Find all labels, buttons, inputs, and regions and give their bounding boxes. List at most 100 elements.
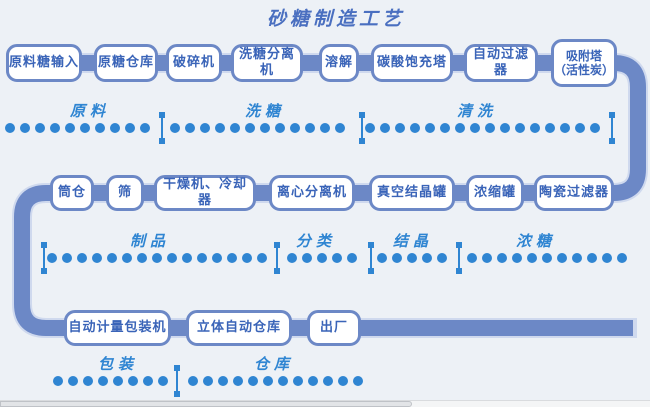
stage-dot <box>407 253 417 263</box>
stage-dot <box>212 253 222 263</box>
stage-dot <box>530 123 540 133</box>
stage-dot <box>275 123 285 133</box>
divider-handle <box>174 365 180 397</box>
stage-dot <box>557 253 567 263</box>
stage-dot <box>587 253 597 263</box>
stage-dot <box>122 253 132 263</box>
stage-dot <box>53 376 63 386</box>
stage-dot <box>308 376 318 386</box>
stage-dot <box>392 253 402 263</box>
stage-dot <box>572 253 582 263</box>
stage-dot <box>440 123 450 133</box>
stage-dot <box>422 253 432 263</box>
process-box: 筒仓 <box>50 175 94 211</box>
stage-dot <box>65 123 75 133</box>
stage-dot <box>203 376 213 386</box>
stage-dot <box>185 123 195 133</box>
process-box: 自动过滤器 <box>464 44 538 82</box>
stage-dot <box>158 376 168 386</box>
stage-dot <box>332 253 342 263</box>
stage-dot <box>347 253 357 263</box>
stage-dot <box>497 253 507 263</box>
stage-dot <box>575 123 585 133</box>
stage-dot <box>425 123 435 133</box>
stage-dot <box>545 123 555 133</box>
stage-dot <box>47 253 57 263</box>
stage-dot <box>83 376 93 386</box>
stage-dot <box>437 253 447 263</box>
stage-dot <box>527 253 537 263</box>
stage-label: 仓库 <box>253 355 295 373</box>
process-box: 陶瓷过滤器 <box>534 175 614 211</box>
stage-dot <box>95 123 105 133</box>
process-box: 真空结晶罐 <box>369 175 455 211</box>
stage-dot <box>125 123 135 133</box>
stage-dot <box>5 123 15 133</box>
divider-handle <box>159 112 165 144</box>
stage-dot <box>245 123 255 133</box>
stage-dot <box>317 253 327 263</box>
stage-dot <box>92 253 102 263</box>
stage-dot <box>323 376 333 386</box>
stage-dot <box>257 253 267 263</box>
process-box: 浓缩罐 <box>466 175 524 211</box>
stage-dot <box>293 376 303 386</box>
stage-dot <box>410 123 420 133</box>
stage-dot <box>542 253 552 263</box>
stage-label: 结晶 <box>392 232 434 250</box>
stage-dot <box>335 123 345 133</box>
stage-dot <box>338 376 348 386</box>
stage-dot <box>500 123 510 133</box>
stage-label: 制品 <box>129 232 171 250</box>
stage-dot <box>377 253 387 263</box>
divider-handle <box>274 242 280 274</box>
divider-handle <box>609 112 615 144</box>
stage-dot <box>188 376 198 386</box>
stage-dot <box>200 123 210 133</box>
stage-dot <box>260 123 270 133</box>
stage-dot <box>395 123 405 133</box>
stage-dot <box>560 123 570 133</box>
process-box: 洗糖分离机 <box>231 44 303 82</box>
stage-dot <box>320 123 330 133</box>
stage-dot <box>182 253 192 263</box>
stage-dot <box>20 123 30 133</box>
process-box: 原糖仓库 <box>94 44 158 82</box>
process-box: 出厂 <box>307 310 361 346</box>
process-box: 干燥机、冷却器 <box>154 175 256 211</box>
horizontal-scrollbar-thumb[interactable] <box>0 401 412 407</box>
stage-dot <box>170 123 180 133</box>
stage-dot <box>50 123 60 133</box>
stage-dot <box>233 376 243 386</box>
stage-dot <box>98 376 108 386</box>
stage-dot <box>290 123 300 133</box>
stage-dot <box>485 123 495 133</box>
divider-handle <box>359 112 365 144</box>
stage-dot <box>227 253 237 263</box>
horizontal-scrollbar-track[interactable] <box>0 400 650 407</box>
process-box: 筛 <box>106 175 144 211</box>
stage-dot <box>128 376 138 386</box>
stage-dot <box>107 253 117 263</box>
diagram-title: 砂糖制造工艺 <box>266 8 406 30</box>
stage-dot <box>35 123 45 133</box>
stage-dot <box>602 253 612 263</box>
divider-handle <box>456 242 462 274</box>
stage-dot <box>305 123 315 133</box>
stage-dot <box>140 123 150 133</box>
divider-handle <box>368 242 374 274</box>
stage-dot <box>455 123 465 133</box>
stage-dot <box>287 253 297 263</box>
stage-dot <box>467 253 477 263</box>
process-box: 立体自动仓库 <box>186 310 292 346</box>
stage-dot <box>263 376 273 386</box>
process-box: 离心分离机 <box>269 175 355 211</box>
stage-dot <box>617 253 627 263</box>
stage-dot <box>137 253 147 263</box>
stage-dot <box>77 253 87 263</box>
stage-dot <box>197 253 207 263</box>
stage-dot <box>380 123 390 133</box>
stage-label: 清洗 <box>456 102 498 120</box>
stage-label: 浓糖 <box>515 232 557 250</box>
